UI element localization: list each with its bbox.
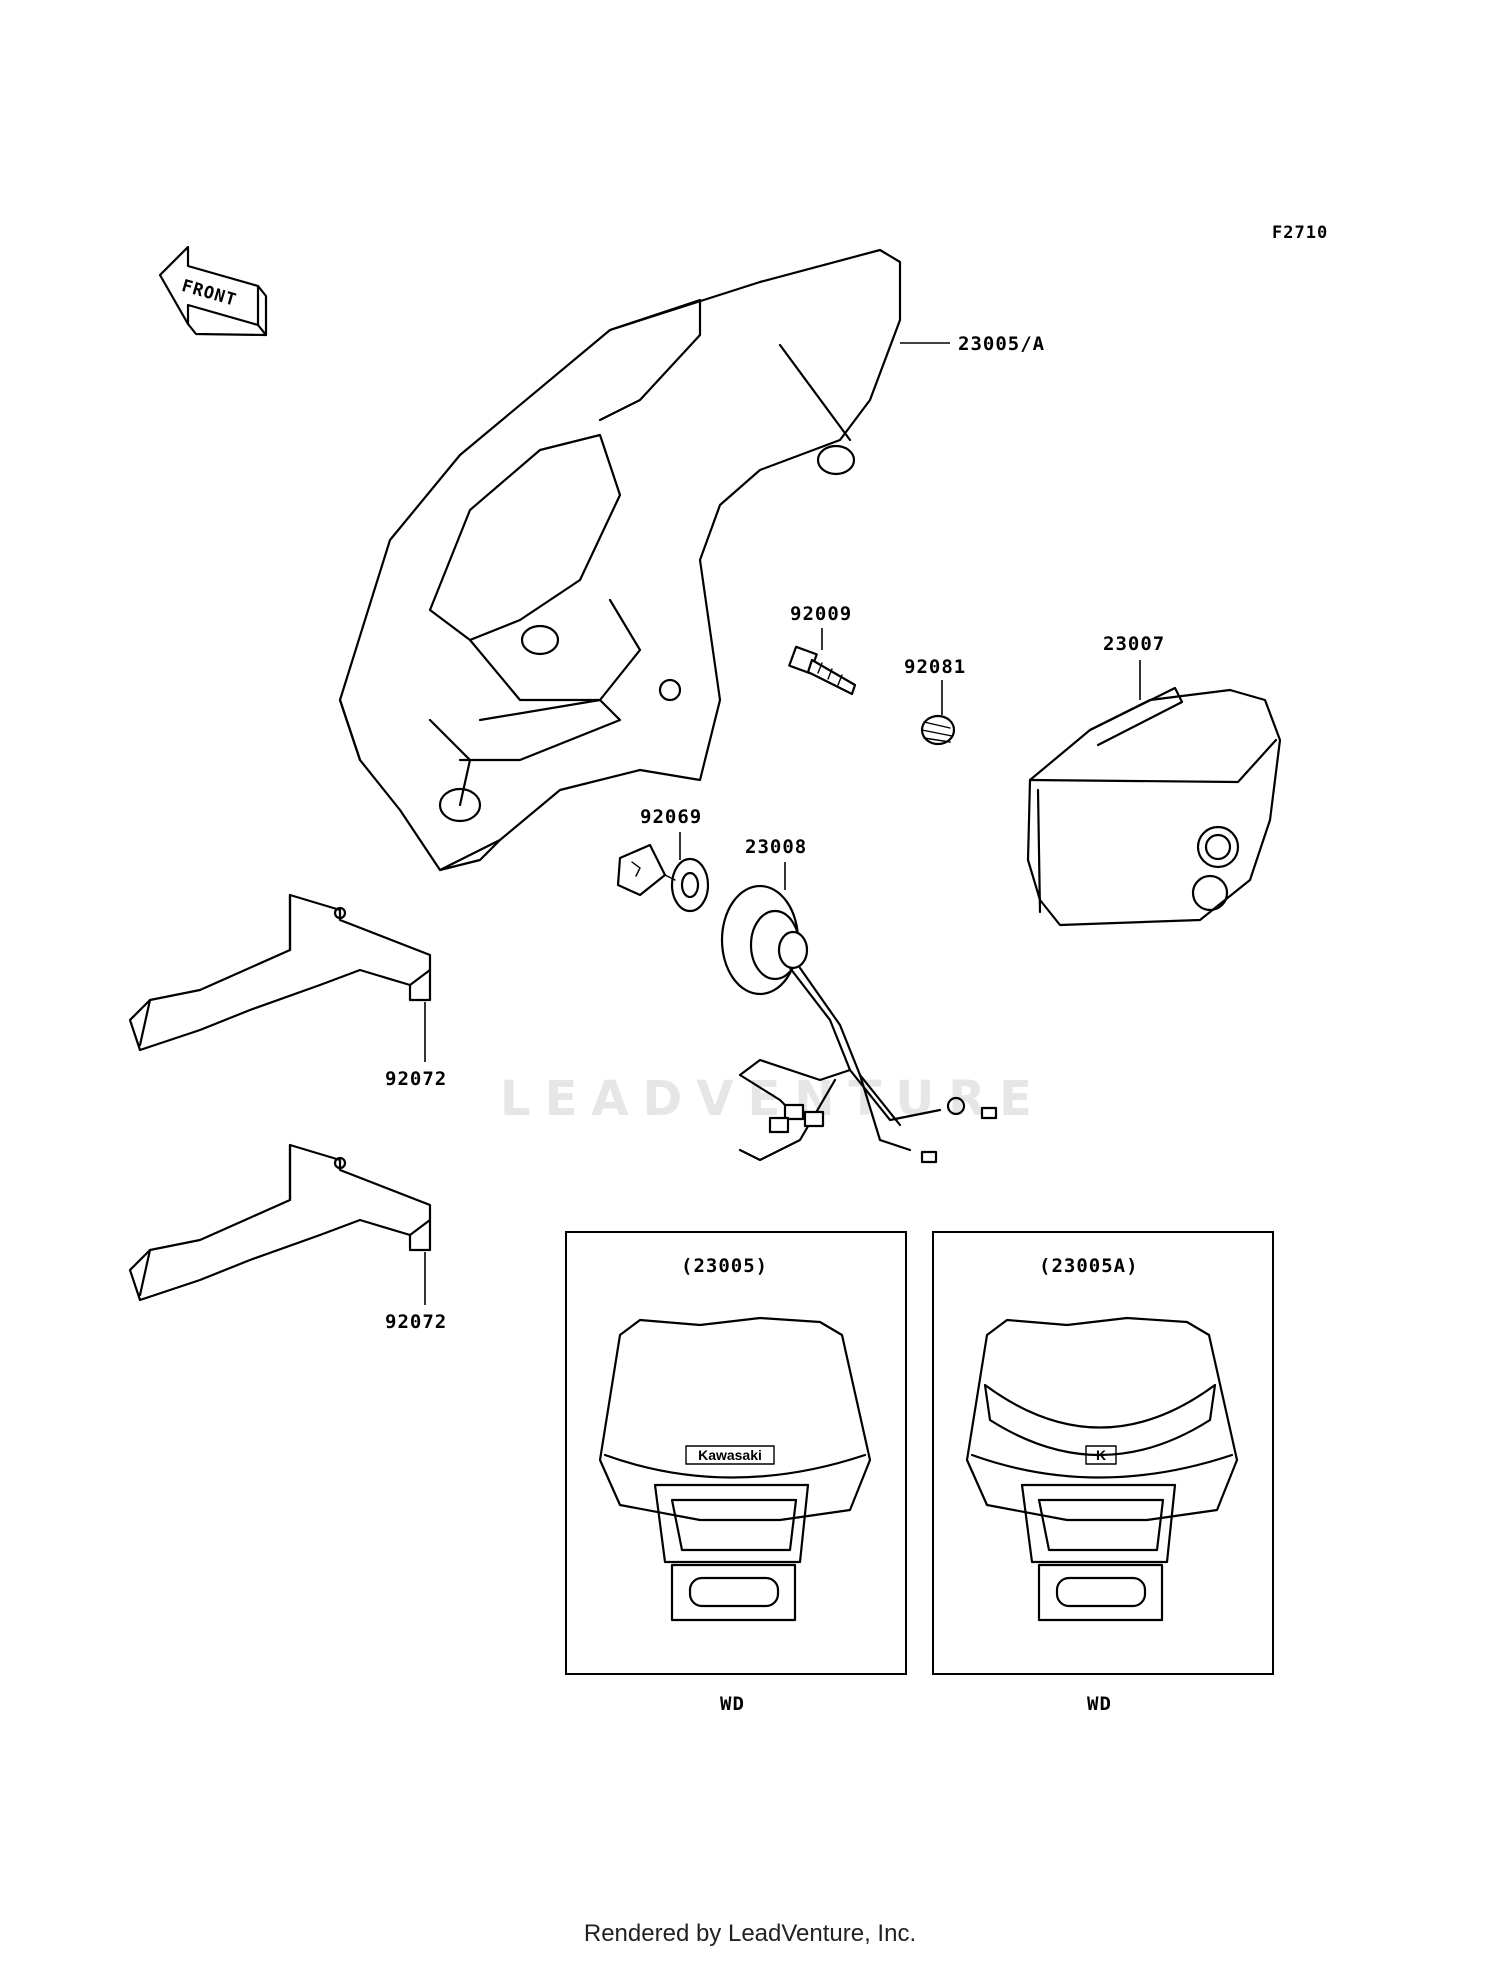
front-arrow-icon: FRONT xyxy=(158,245,268,337)
variant-note-23005: WD xyxy=(720,1693,745,1715)
label-lens-unit: 23007 xyxy=(1103,633,1165,655)
watermark-text: LEADVENTURE xyxy=(500,1071,1046,1127)
variant-title-23005A: (23005A) xyxy=(1039,1255,1139,1277)
diagram-code: F2710 xyxy=(1272,223,1328,243)
label-spring: 92081 xyxy=(904,656,966,678)
label-bracket-upper: 92072 xyxy=(385,1068,447,1090)
label-headlight-housing: 23005/A xyxy=(958,333,1045,355)
label-screw: 92009 xyxy=(790,603,852,625)
lens-unit-part xyxy=(1026,686,1282,927)
bulb-part xyxy=(616,843,710,913)
bracket-upper-part xyxy=(128,893,432,1052)
variant-title-23005: (23005) xyxy=(681,1255,768,1277)
socket-part xyxy=(720,884,998,1164)
screw-part xyxy=(788,645,857,696)
variant-note-23005A: WD xyxy=(1087,1693,1112,1715)
footer-credit: Rendered by LeadVenture, Inc. xyxy=(583,1920,917,1947)
variant-box-23005A: (23005A) K xyxy=(932,1231,1274,1675)
variant-emblem-23005: Kawasaki xyxy=(698,1447,762,1463)
variant-box-23005: (23005) Kawasaki xyxy=(565,1231,907,1675)
spring-part xyxy=(920,714,956,746)
bracket-lower-part xyxy=(128,1143,432,1302)
variant-emblem-23005A: K xyxy=(1096,1447,1106,1463)
headlight-housing-part xyxy=(338,248,902,872)
label-socket: 23008 xyxy=(745,836,807,858)
label-bracket-lower: 92072 xyxy=(385,1311,447,1333)
label-bulb: 92069 xyxy=(640,806,702,828)
